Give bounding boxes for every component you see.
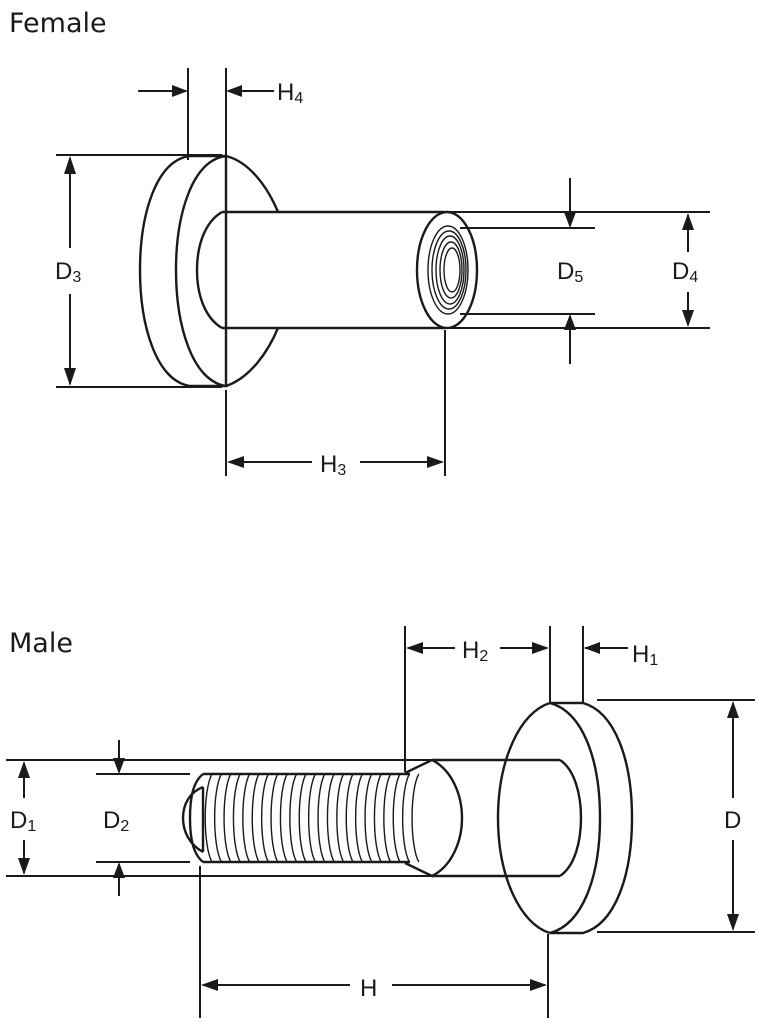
label-d2: D2 <box>103 807 129 835</box>
female-internal-thread <box>427 225 469 315</box>
thread-crest <box>373 773 382 863</box>
thread-crest <box>251 773 260 863</box>
label-h4: H4 <box>277 79 303 107</box>
label-d3: D3 <box>55 258 81 286</box>
female-head-bottom-face <box>225 327 280 388</box>
label-h3: H3 <box>320 451 346 479</box>
label-h: H <box>360 975 377 1002</box>
male-h-arrow-right <box>530 979 547 991</box>
female-d4-arrow-top <box>682 213 694 230</box>
thread-crest <box>317 773 326 863</box>
female-head-back-edge <box>138 154 191 388</box>
female-section: Female <box>9 8 710 479</box>
female-d5-arrow-bottom <box>564 314 576 330</box>
female-h3-arrow-right <box>427 456 444 468</box>
female-bolt-drawing <box>138 154 479 388</box>
thread-crest <box>289 773 298 863</box>
male-d1-arrow-top <box>18 761 30 778</box>
female-head-rim <box>190 154 228 388</box>
thread-crest <box>326 773 335 863</box>
female-d3-arrow-top <box>64 156 76 174</box>
female-h3-arrow-left <box>227 456 244 468</box>
female-title: Female <box>9 8 107 39</box>
female-h4-arrow-left <box>172 85 188 97</box>
thread-crest <box>411 773 420 863</box>
female-dimension-lines <box>56 68 710 476</box>
thread-crest <box>298 773 307 863</box>
thread-crest <box>345 773 354 863</box>
male-d2-arrow-bottom <box>113 862 125 878</box>
thread-crest <box>392 773 401 863</box>
male-head-outer-rim <box>550 701 634 935</box>
thread-crest <box>232 773 241 863</box>
male-shank-fillet <box>559 759 583 877</box>
male-dimension-lines <box>6 626 755 1018</box>
label-d4: D4 <box>672 258 698 286</box>
thread-crest <box>383 773 392 863</box>
label-h2: H2 <box>462 637 488 665</box>
female-d4-arrow-bottom <box>682 310 694 327</box>
male-d-arrow-bottom <box>727 914 739 931</box>
male-h2-arrow-right <box>532 642 549 654</box>
male-h2-arrow-left <box>406 642 423 654</box>
male-dimension-labels: H2 H1 D1 D2 D H <box>10 637 741 1002</box>
male-title: Male <box>9 628 73 659</box>
female-d3-arrow-bottom <box>64 368 76 386</box>
label-d1: D1 <box>10 807 36 835</box>
male-h-arrow-left <box>201 979 218 991</box>
male-d2-arrow-top <box>113 758 125 774</box>
male-thread-chamfer <box>188 773 204 863</box>
male-d1-arrow-bottom <box>18 858 30 875</box>
female-dimension-labels: H4 D3 D5 D4 H3 <box>55 79 698 479</box>
thread-crest <box>270 773 279 863</box>
thread-crest <box>364 773 373 863</box>
female-d5-arrow-top <box>564 212 576 228</box>
thread-crest <box>336 773 345 863</box>
male-head-edge <box>549 701 602 935</box>
male-thread-runout <box>404 758 464 878</box>
female-shank-fillet <box>195 210 223 330</box>
label-d: D <box>724 807 741 834</box>
thread-crest <box>279 773 288 863</box>
thread-crest <box>223 773 232 863</box>
thread-crest <box>260 773 270 863</box>
male-head-inner-face <box>496 701 551 935</box>
female-h4-arrow-right <box>226 85 242 97</box>
thread-crest <box>204 773 213 863</box>
male-external-thread <box>204 773 420 863</box>
label-h1: H1 <box>632 641 658 669</box>
female-head-front-edge <box>174 154 227 388</box>
male-section: Male <box>6 626 755 1018</box>
thread-crest <box>401 773 411 863</box>
female-head-top-face <box>225 154 280 213</box>
male-d-arrow-top <box>727 701 739 718</box>
thread-crest <box>213 773 223 863</box>
thread-crest <box>354 773 364 863</box>
thread-crest <box>307 773 317 863</box>
male-bolt-drawing <box>181 701 634 935</box>
thread-crest <box>242 773 251 863</box>
male-h1-arrow <box>584 642 600 654</box>
label-d5: D5 <box>557 258 583 286</box>
